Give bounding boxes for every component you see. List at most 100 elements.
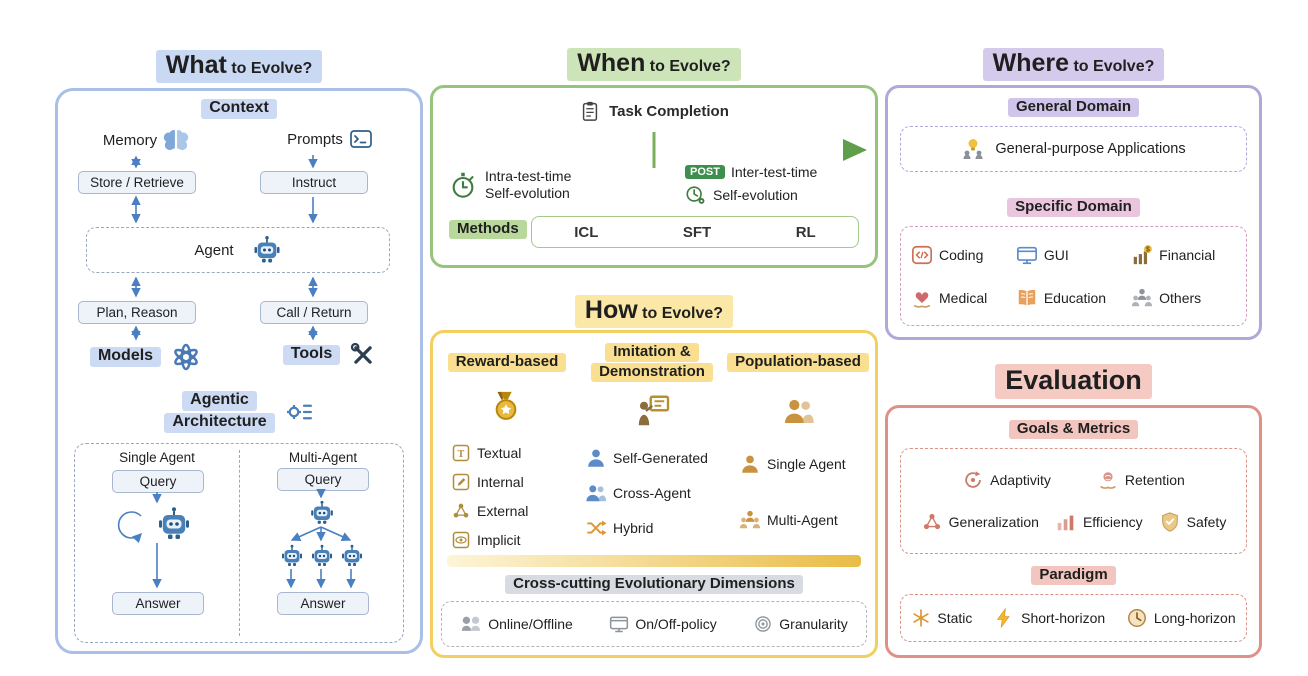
bulb-people-icon [961,137,985,161]
imitation-demonstration-header: Imitation & Demonstration [581,343,723,383]
cross-cutting-dimensions-box: Online/Offline On/Off-policy Granularity [441,601,867,647]
population-items: Single Agent Multi-Agent [739,453,846,565]
dimension-label: Granularity [779,616,848,632]
architecture-divider [239,450,240,636]
imitation-item-label: Cross-Agent [613,485,691,501]
method-icl: ICL [574,223,599,241]
inter-test-time-node: POST Inter-test-time Self-evolution [685,164,817,206]
chat-people-icon [460,613,482,635]
what-panel: Context Memory Prompts Store / Retrieve … [55,88,423,654]
agent-label: Agent [194,241,234,259]
brain-hand-icon [1097,469,1119,491]
gradient-bar [447,555,861,567]
multi-agent-title: Multi-Agent [288,450,358,465]
intra-line2: Self-evolution [485,185,570,201]
imitation-label-line1: Imitation & [605,343,699,362]
call-return-box: Call / Return [260,301,368,324]
clock-icon [1126,607,1148,629]
agentic-label-line1: Agentic [182,391,257,411]
title-when-big: When [577,49,646,77]
population-based-label: Population-based [727,353,869,372]
reward-based-items: Textual Internal External Implicit [451,443,528,559]
methods-label: Methods [449,220,527,239]
store-retrieve-box: Store / Retrieve [78,171,196,194]
multi-agent-query-box: Query [277,468,369,491]
where-panel: General Domain General-purpose Applicati… [885,85,1262,340]
reward-item-label: Textual [477,445,522,461]
methods-header: Methods [449,220,527,239]
where-panel-title: Where to Evolve? [885,48,1262,81]
gui-window-icon [1016,244,1038,266]
bar-chart-up-icon [1055,511,1077,533]
heart-hand-icon [911,287,933,309]
memory-node: Memory [66,127,226,153]
tools-node: Tools [250,341,410,369]
paradigm-item-label: Short-horizon [1021,610,1106,626]
prompts-node: Prompts [250,127,410,151]
domain-label: Medical [939,289,988,306]
three-people-icon [739,509,761,531]
imitation-items: Self-Generated Cross-Agent Hybrid [585,447,708,552]
paradigm-label: Paradigm [1031,566,1116,585]
title-how-big: How [584,296,638,324]
monitor-pen-icon [609,614,629,634]
title-what-big: What [165,51,227,79]
models-node: Models [66,341,226,373]
specific-domain-box: Coding GUI Financial Medical Education O… [900,226,1247,326]
intra-test-time-node: Intra-test-time Self-evolution [449,168,571,202]
network-icon [921,511,943,533]
people-icon [783,395,815,427]
methods-box: ICL SFT RL [531,216,859,248]
specific-domain-label: Specific Domain [1007,198,1140,217]
agentic-architecture-header: Agentic Architecture [58,391,420,433]
imitation-item-label: Hybrid [613,520,654,536]
goal-label: Safety [1186,514,1227,530]
agentic-label-line2: Architecture [164,413,275,433]
instruct-box: Instruct [260,171,368,194]
intra-line1: Intra-test-time [485,168,572,184]
title-when-rest: to Evolve? [649,58,731,75]
open-book-icon [1016,287,1038,309]
task-completion-node: Task Completion [433,100,875,122]
how-panel-title: How to Evolve? [430,295,878,328]
paradigm-header: Paradigm [888,566,1259,585]
title-evaluation: Evaluation [1005,365,1142,395]
paradigm-item-label: Long-horizon [1153,610,1236,626]
person-icon [585,447,607,469]
network-icon [451,501,471,521]
imitation-label-line2: Demonstration [591,363,713,382]
context-label: Context [201,99,277,119]
inter-line1: Inter-test-time [730,164,818,180]
tools-label: Tools [282,345,341,365]
dimension-label: Online/Offline [488,616,573,632]
reward-based-header: Reward-based [441,353,573,372]
reward-item-label: Internal [477,474,524,490]
models-label: Models [89,347,162,367]
what-flow-arrows [117,155,356,589]
task-completion-label: Task Completion [609,102,729,120]
domain-label: Others [1159,289,1202,306]
lightning-icon [993,607,1015,629]
general-purpose-label: General-purpose Applications [995,141,1186,157]
inter-line2: Self-evolution [713,187,798,203]
three-people-icon [1131,287,1153,309]
concentric-circles-icon [753,614,773,634]
reward-based-label: Reward-based [447,353,567,372]
snowflake-icon [911,608,931,628]
single-agent-answer-box: Answer [112,592,204,615]
title-where-rest: to Evolve? [1073,58,1155,75]
memory-label: Memory [102,131,158,149]
method-rl: RL [795,223,816,241]
shuffle-icon [585,517,607,539]
goal-label: Retention [1124,472,1185,488]
eye-box-icon [451,530,471,550]
pencil-box-icon [451,472,471,492]
specific-domain-header: Specific Domain [888,198,1259,217]
multi-agent-answer-box: Answer [277,592,369,615]
single-agent-query-box: Query [112,470,204,493]
goals-metrics-box: Adaptivity Retention Generalization Effi… [900,448,1247,554]
title-where-big: Where [992,49,1070,77]
goal-label: Adaptivity [990,472,1051,488]
what-panel-title: What to Evolve? [55,50,423,83]
shield-check-icon [1159,511,1181,533]
